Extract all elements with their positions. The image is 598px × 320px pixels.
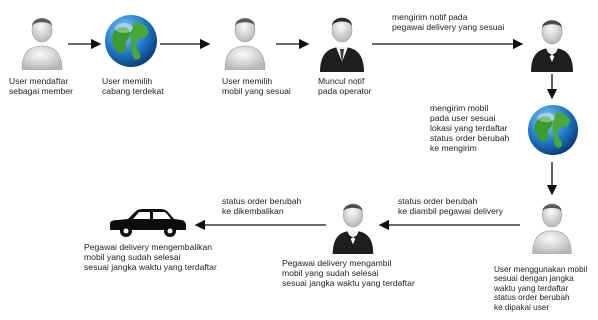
user-icon xyxy=(224,17,266,71)
user-icon xyxy=(532,203,572,255)
user-car-node xyxy=(223,12,267,75)
picked-up-edge-label: status order berubah ke diambil pegawai … xyxy=(398,196,504,216)
delivery-staff-icon xyxy=(332,203,374,254)
delivery-top-node xyxy=(529,14,575,77)
user-register-node xyxy=(20,12,64,75)
operator-label: Muncul notif pada operator xyxy=(318,76,372,96)
user-register-label: User mendaftar sebagai member xyxy=(9,76,74,96)
user-branch-label: User memilih cabang terdekat xyxy=(102,76,164,96)
user-use-node xyxy=(530,198,574,259)
businessman-icon xyxy=(320,17,364,72)
delivery-staff-icon xyxy=(531,19,573,72)
user-icon xyxy=(21,17,63,71)
user-car-label: User memilih mobil yang sesuai xyxy=(222,76,291,96)
delivery-pick-label: Pegawai delivery mengambil mobil yang su… xyxy=(282,258,415,288)
car-icon xyxy=(110,209,186,237)
send-car-edge-label: mengirim mobil pada user sesuai lokasi y… xyxy=(430,103,510,153)
delivery-pick-node xyxy=(330,198,376,259)
operator-node xyxy=(318,12,366,77)
car-return-label: Pegawai delivery mengembalikan mobil yan… xyxy=(84,242,217,272)
branch-globe-node xyxy=(104,14,158,73)
notify-delivery-edge-label: mengirim notif pada pegawai delivery yan… xyxy=(392,12,505,32)
user-use-label: User menggunakan mobil sesuai dengan jan… xyxy=(494,265,588,312)
globe-icon xyxy=(105,15,157,67)
right-globe-node xyxy=(527,103,579,162)
globe-icon xyxy=(527,104,579,156)
returned-edge-label: status order berubah ke dikembalikan xyxy=(222,196,302,216)
car-return-node xyxy=(108,208,188,243)
